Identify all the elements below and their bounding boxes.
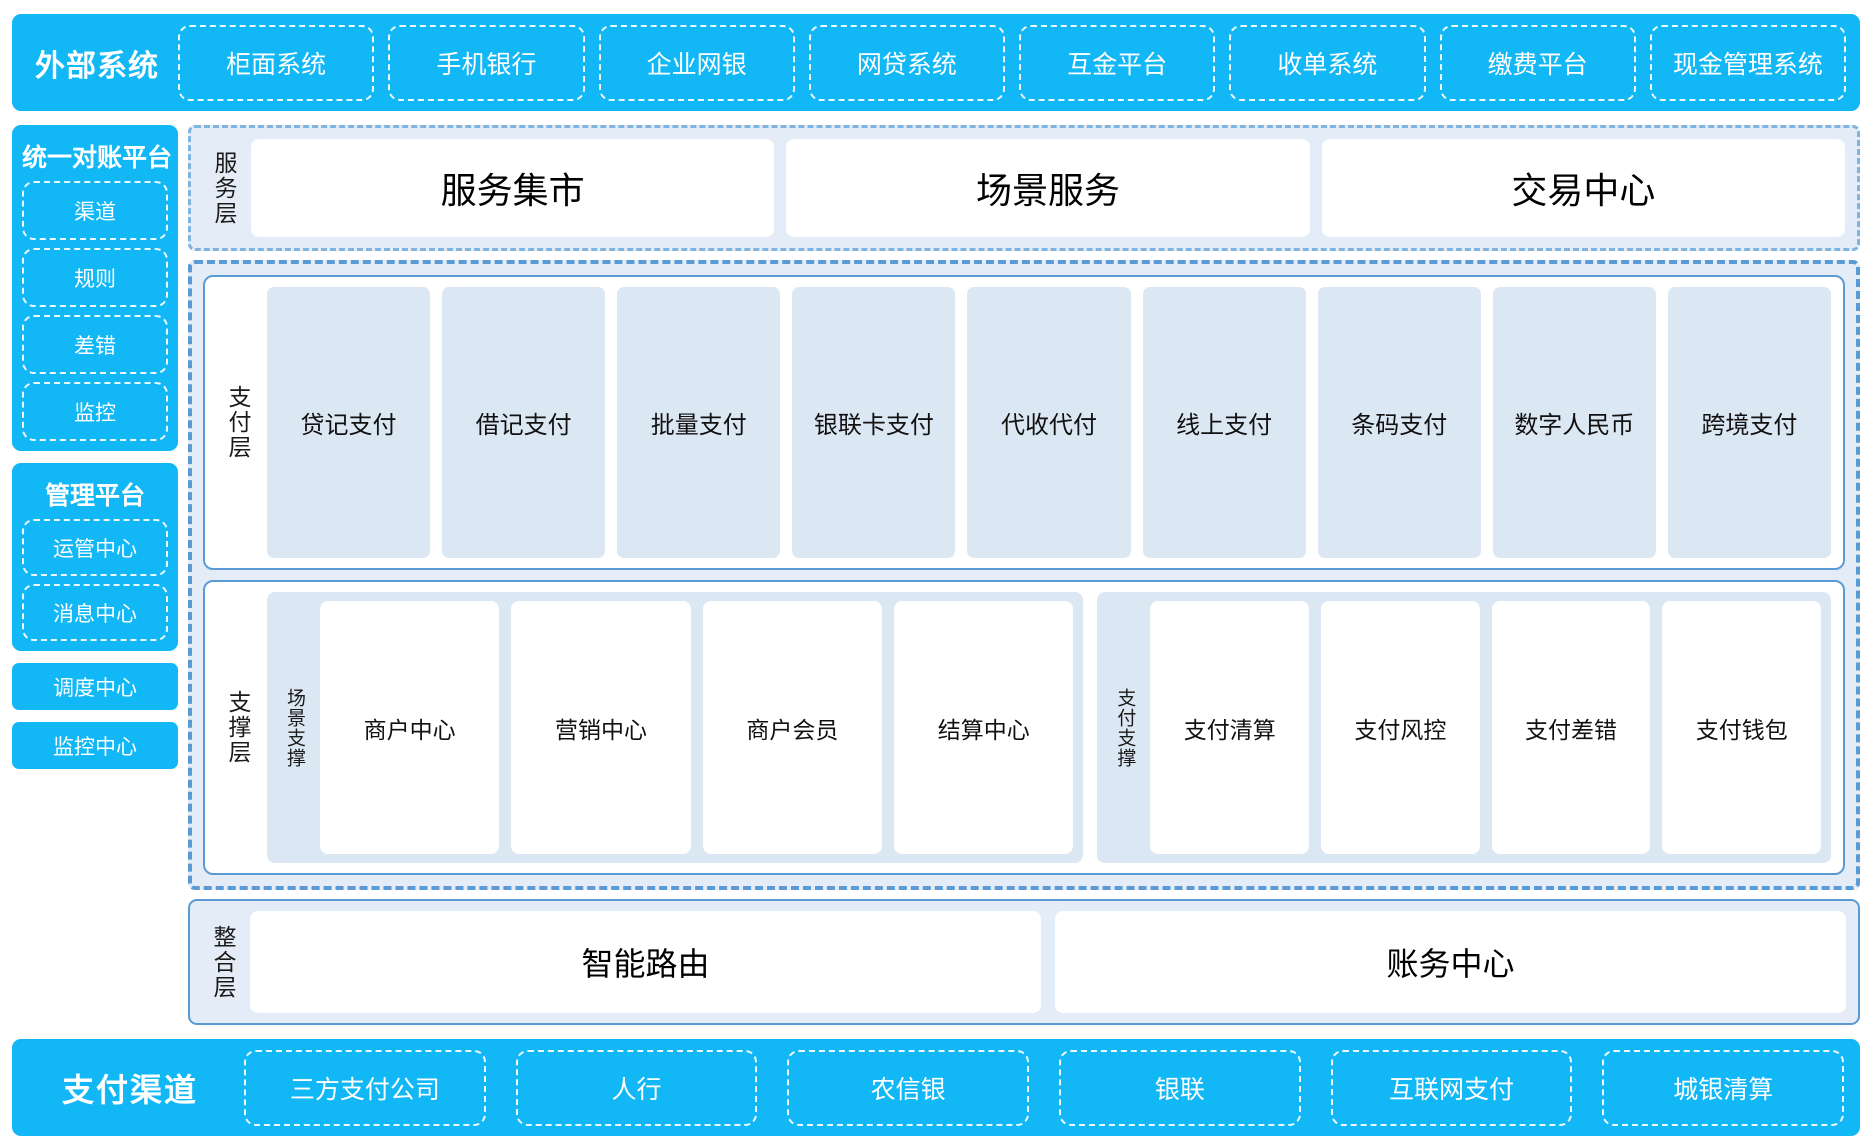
mgmt-item-ops-center[interactable]: 运管中心 xyxy=(22,519,168,576)
support-card-clearing[interactable]: 支付清算 xyxy=(1150,601,1310,854)
support-card-marketing-center[interactable]: 营销中心 xyxy=(511,601,691,854)
support-group-payment-cards: 支付清算 支付风控 支付差错 支付钱包 xyxy=(1150,601,1822,854)
external-system-chip-5[interactable]: 收单系统 xyxy=(1229,24,1426,101)
payment-card-digital-rmb[interactable]: 数字人民币 xyxy=(1492,287,1656,558)
service-card-transaction[interactable]: 交易中心 xyxy=(1321,139,1845,237)
support-layer-groups: 场景支撑 商户中心 营销中心 商户会员 结算中心 支付支撑 支付清算 xyxy=(267,592,1831,863)
payment-channel-chip-4[interactable]: 互联网支付 xyxy=(1330,1049,1573,1126)
service-layer: 服务层 服务集市 场景服务 交易中心 xyxy=(188,125,1860,251)
support-group-payment: 支付支撑 支付清算 支付风控 支付差错 支付钱包 xyxy=(1097,592,1831,863)
payment-card-cross-border[interactable]: 跨境支付 xyxy=(1667,287,1831,558)
external-system-chip-6[interactable]: 缴费平台 xyxy=(1439,24,1636,101)
payment-card-online[interactable]: 线上支付 xyxy=(1142,287,1306,558)
service-layer-label: 服务层 xyxy=(211,150,237,226)
support-group-payment-label: 支付支撑 xyxy=(1114,687,1136,768)
integration-layer-label: 整合层 xyxy=(210,924,236,1000)
external-system-chip-1[interactable]: 手机银行 xyxy=(388,24,585,101)
external-system-chip-list: 柜面系统 手机银行 企业网银 网贷系统 互金平台 收单系统 缴费平台 现金管理系… xyxy=(178,24,1846,101)
recon-item-channel[interactable]: 渠道 xyxy=(22,181,168,240)
mgmt-platform-title: 管理平台 xyxy=(44,482,145,510)
payment-channel-chip-2[interactable]: 农信银 xyxy=(787,1049,1030,1126)
external-system-chip-7[interactable]: 现金管理系统 xyxy=(1649,24,1846,101)
mgmt-platform-items: 运管中心 消息中心 xyxy=(22,519,168,641)
payment-card-barcode[interactable]: 条码支付 xyxy=(1317,287,1481,558)
service-card-marketplace[interactable]: 服务集市 xyxy=(251,139,775,237)
payment-channel-chip-3[interactable]: 银联 xyxy=(1059,1049,1301,1126)
payment-channel-chip-1[interactable]: 人行 xyxy=(515,1049,758,1126)
payment-layer-label: 支付层 xyxy=(225,385,251,460)
payment-card-debit[interactable]: 借记支付 xyxy=(442,287,606,558)
external-system-chip-3[interactable]: 网贷系统 xyxy=(808,24,1005,101)
recon-platform-title: 统一对账平台 xyxy=(22,144,173,172)
sidebar-item-monitor-center[interactable]: 监控中心 xyxy=(12,722,178,769)
external-system-chip-2[interactable]: 企业网银 xyxy=(598,24,795,101)
support-card-error-handling[interactable]: 支付差错 xyxy=(1491,601,1651,854)
service-layer-cards: 服务集市 场景服务 交易中心 xyxy=(251,139,1845,237)
payment-channel-chip-5[interactable]: 城银清算 xyxy=(1602,1049,1845,1126)
service-card-scenario[interactable]: 场景服务 xyxy=(786,139,1310,237)
support-card-wallet[interactable]: 支付钱包 xyxy=(1662,601,1822,854)
payment-card-unionpay[interactable]: 银联卡支付 xyxy=(792,287,956,558)
payment-layer: 支付层 贷记支付 借记支付 批量支付 银联卡支付 代收代付 线上支付 条码支付 … xyxy=(203,275,1845,570)
integration-card-smart-routing[interactable]: 智能路由 xyxy=(250,911,1041,1013)
support-group-scenario-label: 场景支撑 xyxy=(284,687,305,768)
integration-card-accounting-center[interactable]: 账务中心 xyxy=(1055,911,1846,1013)
mgmt-item-message-center[interactable]: 消息中心 xyxy=(22,584,168,641)
payment-channel-bar: 支付渠道 三方支付公司 人行 农信银 银联 互联网支付 城银清算 xyxy=(12,1039,1860,1136)
recon-item-error[interactable]: 差错 xyxy=(22,315,168,374)
integration-layer-cards: 智能路由 账务中心 xyxy=(250,911,1846,1013)
recon-item-rule[interactable]: 规则 xyxy=(22,248,168,307)
payment-channel-title: 支付渠道 xyxy=(61,1071,198,1108)
layers-column: 服务层 服务集市 场景服务 交易中心 支付层 贷记支付 借记支付 批量支付 银联… xyxy=(188,125,1860,1025)
payment-card-credit[interactable]: 贷记支付 xyxy=(267,287,431,558)
payment-channel-chip-list: 三方支付公司 人行 农信银 银联 互联网支付 城银清算 xyxy=(244,1049,1845,1126)
support-card-merchant-center[interactable]: 商户中心 xyxy=(320,601,500,854)
support-card-risk-control[interactable]: 支付风控 xyxy=(1321,601,1480,854)
support-group-scenario-cards: 商户中心 营销中心 商户会员 结算中心 xyxy=(320,601,1074,854)
payment-channel-chip-0[interactable]: 三方支付公司 xyxy=(244,1049,486,1126)
sidebar: 统一对账平台 渠道 规则 差错 监控 管理平台 运管中心 消息中心 调度中心 监… xyxy=(12,125,178,1025)
mgmt-platform-panel: 管理平台 运管中心 消息中心 xyxy=(12,463,178,651)
payment-card-batch[interactable]: 批量支付 xyxy=(617,287,781,558)
recon-platform-panel: 统一对账平台 渠道 规则 差错 监控 xyxy=(12,125,178,451)
recon-platform-items: 渠道 规则 差错 监控 xyxy=(22,181,168,441)
support-layer-label: 支撑层 xyxy=(225,690,251,765)
external-system-chip-4[interactable]: 互金平台 xyxy=(1019,24,1216,101)
support-card-settlement-center[interactable]: 结算中心 xyxy=(894,601,1074,854)
external-system-title: 外部系统 xyxy=(35,49,159,83)
payment-card-collection[interactable]: 代收代付 xyxy=(967,287,1131,558)
middle-region: 统一对账平台 渠道 规则 差错 监控 管理平台 运管中心 消息中心 调度中心 监… xyxy=(12,125,1860,1025)
core-layers-container: 支付层 贷记支付 借记支付 批量支付 银联卡支付 代收代付 线上支付 条码支付 … xyxy=(188,260,1860,890)
external-system-chip-0[interactable]: 柜面系统 xyxy=(178,24,375,101)
support-card-merchant-member[interactable]: 商户会员 xyxy=(702,601,883,854)
integration-layer: 整合层 智能路由 账务中心 xyxy=(188,899,1860,1025)
recon-item-monitor[interactable]: 监控 xyxy=(22,382,168,441)
support-group-scenario: 场景支撑 商户中心 营销中心 商户会员 结算中心 xyxy=(267,592,1084,863)
external-system-bar: 外部系统 柜面系统 手机银行 企业网银 网贷系统 互金平台 收单系统 缴费平台 … xyxy=(12,14,1860,111)
support-layer: 支撑层 场景支撑 商户中心 营销中心 商户会员 结算中心 xyxy=(203,580,1845,875)
payment-layer-cards: 贷记支付 借记支付 批量支付 银联卡支付 代收代付 线上支付 条码支付 数字人民… xyxy=(267,287,1831,558)
sidebar-item-scheduler-center[interactable]: 调度中心 xyxy=(12,663,178,710)
